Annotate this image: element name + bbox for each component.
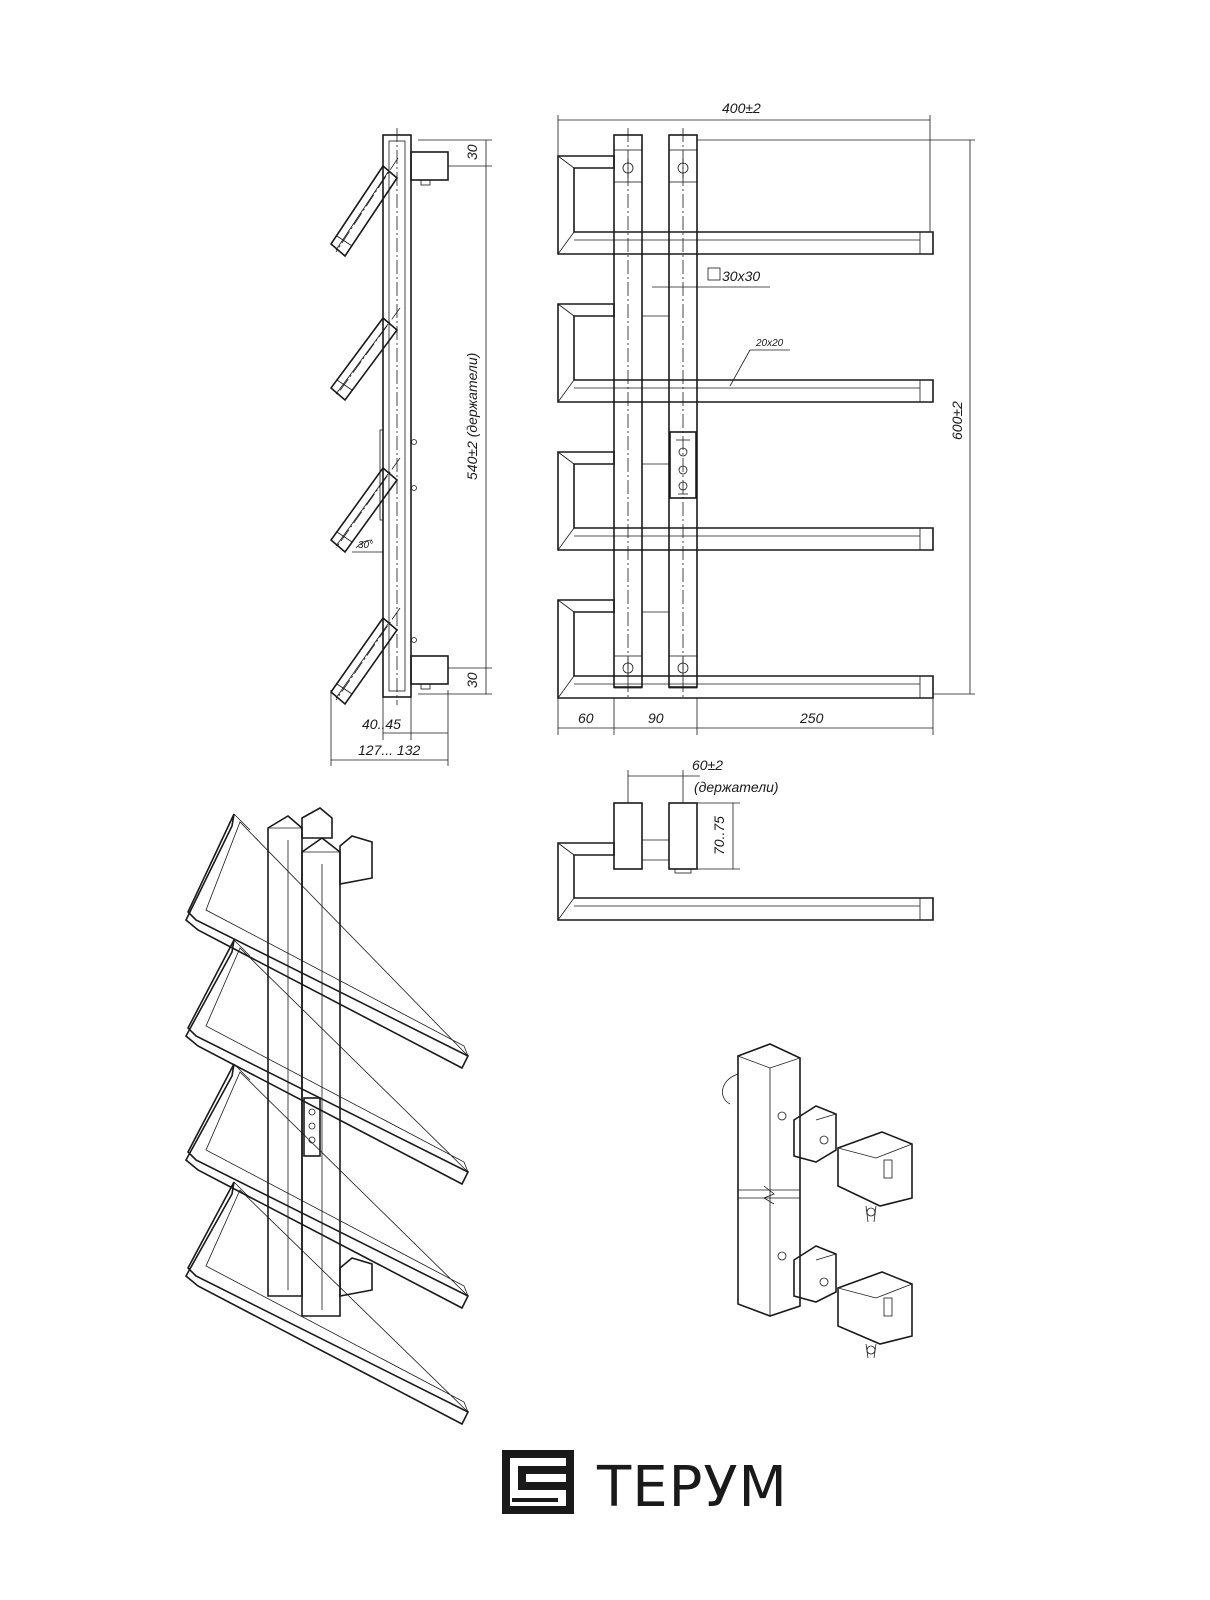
angle-label: 30° xyxy=(358,540,373,551)
holder-spacing-note: (держатели) xyxy=(694,779,779,795)
seg-right-label: 250 xyxy=(799,710,824,726)
seg-mid-label: 90 xyxy=(648,710,664,726)
side-bar-4 xyxy=(329,607,401,706)
side-view: 30° 30 30 540±2 (держатели) 40..45 127..… xyxy=(329,128,492,766)
control-panel xyxy=(669,431,697,499)
front-bar-4 xyxy=(557,599,934,699)
iso-bar-4 xyxy=(184,1181,470,1426)
iso-bar-1 xyxy=(185,813,470,1070)
bottom-offset-label: 30 xyxy=(464,672,480,688)
iso-bar-2 xyxy=(184,939,470,1186)
front-bar-3 xyxy=(557,451,934,551)
height-label: 600±2 xyxy=(949,401,965,440)
wall-distance-label: 70..75 xyxy=(711,816,727,855)
pipe-section-label: 30x30 xyxy=(722,268,760,284)
front-bar-1 xyxy=(557,155,934,255)
holders-height-label: 540±2 (держатели) xyxy=(464,353,480,480)
bar-section-label: 20x20 xyxy=(755,338,784,349)
brand-logo: ТЕРУМ xyxy=(502,1450,788,1520)
iso-bar-3 xyxy=(184,1063,470,1310)
mount-detail xyxy=(722,1043,914,1359)
front-bar-2 xyxy=(557,303,934,403)
isometric-view xyxy=(184,807,470,1426)
depth-min-label: 40..45 xyxy=(362,716,401,732)
brand-name: ТЕРУМ xyxy=(596,1455,788,1520)
top-view: 60±2 (держатели) 70..75 xyxy=(557,757,934,921)
depth-total-label: 127... 132 xyxy=(358,742,420,758)
holder-spacing-label: 60±2 xyxy=(692,757,723,773)
top-offset-label: 30 xyxy=(464,144,480,160)
logo-icon xyxy=(502,1450,574,1514)
side-bar-3 xyxy=(329,457,401,554)
seg-left-label: 60 xyxy=(578,710,594,726)
front-view: 30x30 20x20 400±2 600±2 60 90 250 xyxy=(557,100,975,735)
side-bar-1 xyxy=(329,157,399,258)
side-bar-2 xyxy=(329,307,401,402)
width-label: 400±2 xyxy=(722,100,761,116)
